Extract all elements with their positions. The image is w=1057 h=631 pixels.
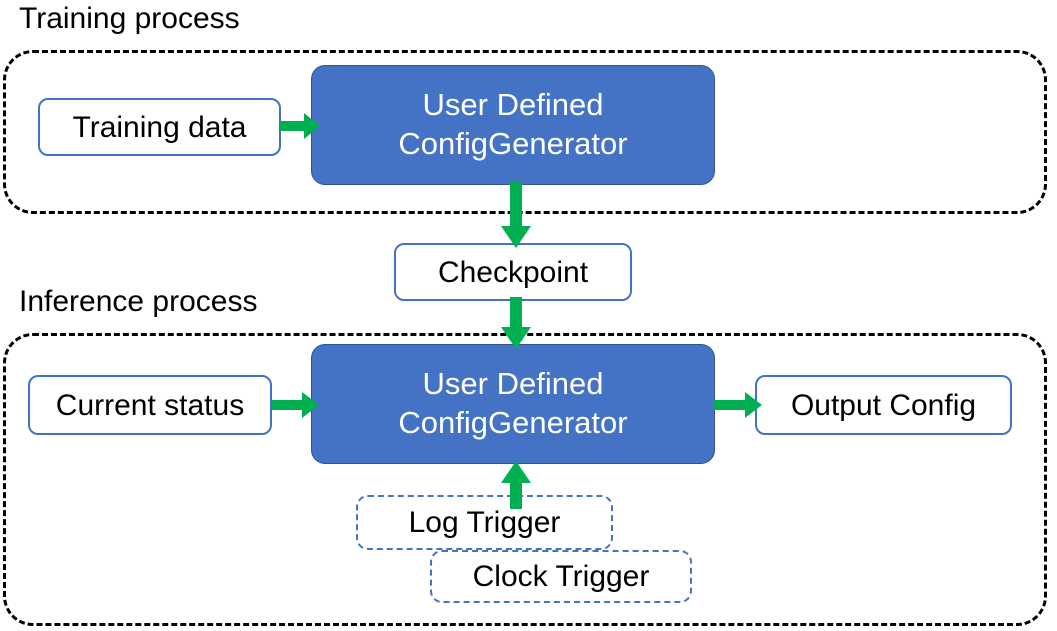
training-data-label: Training data [72, 110, 247, 144]
arrow-current-status-to-generator [271, 389, 319, 421]
training-config-generator-line1: User Defined [422, 87, 604, 123]
training-process-container [3, 50, 1047, 214]
clock-trigger-label: Clock Trigger [472, 560, 650, 593]
log-trigger-box[interactable]: Log Trigger [356, 495, 613, 550]
training-config-generator-box[interactable]: User Defined ConfigGenerator [311, 65, 715, 185]
arrow-generator-to-output-config [714, 389, 762, 421]
training-config-generator-line2: ConfigGenerator [398, 126, 628, 161]
inference-config-generator-line1: User Defined [422, 366, 604, 402]
log-trigger-label: Log Trigger [408, 506, 561, 539]
current-status-label: Current status [55, 388, 245, 422]
current-status-box[interactable]: Current status [28, 375, 272, 435]
arrow-triggers-to-generator [497, 461, 535, 509]
training-data-box[interactable]: Training data [38, 98, 281, 156]
checkpoint-box[interactable]: Checkpoint [394, 243, 632, 301]
checkpoint-label: Checkpoint [437, 255, 589, 289]
clock-trigger-box[interactable]: Clock Trigger [430, 550, 692, 603]
output-config-box[interactable]: Output Config [755, 375, 1012, 435]
inference-process-label: Inference process [19, 285, 258, 318]
arrow-generator-to-checkpoint [497, 182, 535, 248]
inference-config-generator-box[interactable]: User Defined ConfigGenerator [311, 344, 715, 464]
output-config-label: Output Config [790, 388, 977, 422]
arrow-checkpoint-to-generator [497, 297, 535, 349]
training-process-label: Training process [19, 2, 240, 35]
arrow-training-data-to-generator [280, 110, 320, 142]
inference-config-generator-line2: ConfigGenerator [398, 405, 628, 440]
